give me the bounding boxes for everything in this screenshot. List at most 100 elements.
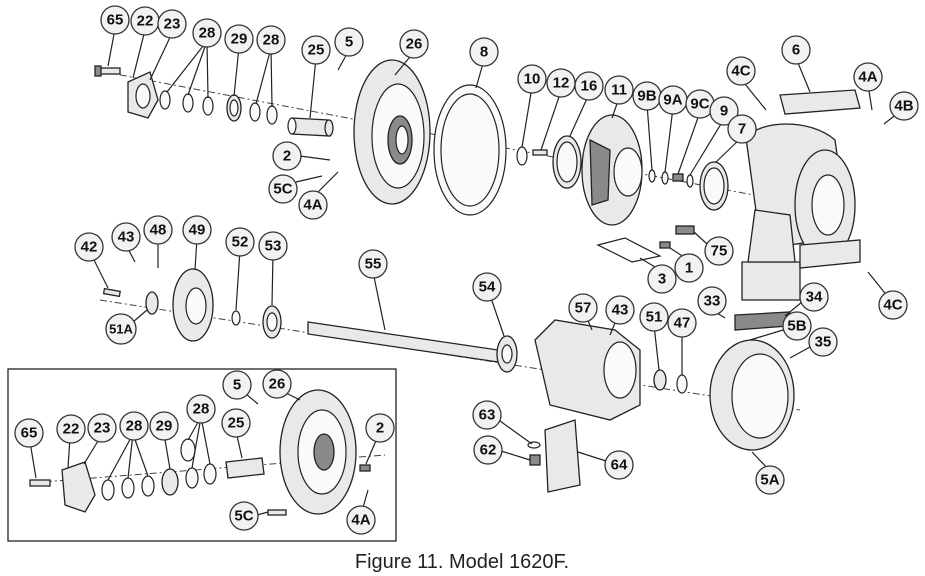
wear-ring-7	[699, 161, 729, 211]
callout-4b: 4B	[883, 91, 919, 125]
callout-65: 65	[100, 5, 130, 67]
svg-text:4A: 4A	[858, 69, 877, 86]
svg-text:48: 48	[150, 222, 167, 239]
inset-callout-2: 2	[365, 413, 395, 465]
svg-text:4A: 4A	[303, 197, 322, 214]
svg-text:54: 54	[479, 279, 496, 296]
svg-text:51A: 51A	[109, 322, 133, 337]
svg-text:5: 5	[345, 34, 353, 51]
svg-text:29: 29	[231, 31, 248, 48]
svg-text:4C: 4C	[883, 297, 902, 314]
callout-33: 33	[697, 286, 727, 319]
callout-64: 64	[577, 450, 634, 480]
o-ring-10	[516, 146, 528, 166]
frame-adapter-35	[709, 339, 795, 451]
shim-34	[734, 311, 791, 331]
callout-54: 54	[472, 272, 505, 337]
callout-53: 53	[258, 231, 288, 306]
svg-text:9: 9	[720, 103, 728, 120]
svg-text:5C: 5C	[234, 508, 253, 525]
callout-43-left: 43	[111, 222, 141, 263]
inset-callout-23: 23	[83, 413, 117, 465]
svg-text:16: 16	[581, 78, 598, 95]
inset-callout-22: 22	[56, 414, 86, 469]
bearing-frame-57	[534, 319, 641, 421]
callout-7: 7	[715, 114, 757, 163]
callout-5b: 5B	[749, 311, 812, 341]
bearing-54	[496, 335, 518, 373]
callout-51a: 51A	[105, 309, 148, 345]
impeller-hardware-9	[648, 169, 694, 188]
shaft-55	[307, 321, 499, 363]
svg-text:8: 8	[480, 44, 488, 61]
callout-5a: 5A	[751, 451, 785, 495]
svg-text:28: 28	[263, 32, 280, 49]
svg-text:25: 25	[308, 42, 325, 59]
svg-text:75: 75	[711, 243, 728, 260]
sleeve-25	[287, 117, 334, 137]
callout-34: 34	[784, 282, 829, 317]
figure-caption: Figure 11. Model 1620F.	[355, 551, 569, 573]
svg-text:5: 5	[233, 377, 241, 394]
callout-28-a: 28	[166, 18, 222, 99]
callout-2: 2	[272, 141, 331, 171]
callout-4a-top: 4A	[853, 62, 883, 111]
svg-text:23: 23	[94, 420, 111, 437]
callout-52: 52	[225, 227, 255, 311]
inset-callout-65: 65	[14, 418, 44, 479]
svg-text:28: 28	[199, 25, 216, 42]
inset-callout-4a: 4A	[346, 489, 376, 535]
svg-text:10: 10	[524, 71, 541, 88]
svg-text:22: 22	[137, 13, 154, 30]
svg-text:33: 33	[704, 293, 721, 310]
gasket-8	[433, 84, 507, 216]
svg-text:9A: 9A	[663, 92, 682, 109]
callout-29: 29	[224, 24, 254, 97]
svg-text:2: 2	[283, 148, 291, 165]
callout-11: 11	[604, 75, 634, 119]
callouts-main: 65 22 23 28 29 28 25 5 26 8 10 12 16 11 …	[74, 5, 919, 495]
svg-text:26: 26	[406, 36, 423, 53]
callout-25: 25	[301, 35, 331, 119]
callout-9c: 9C	[677, 89, 715, 175]
svg-text:6: 6	[792, 42, 800, 59]
callout-62: 62	[473, 435, 531, 465]
svg-text:23: 23	[164, 16, 181, 33]
callout-35: 35	[789, 327, 838, 359]
callout-4c-top: 4C	[726, 56, 767, 111]
inset-callout-25: 25	[221, 408, 251, 459]
callout-5c: 5C	[268, 174, 323, 204]
inset-parts	[29, 389, 371, 516]
casing-6	[741, 89, 861, 301]
inset-callout-5c: 5C	[229, 501, 269, 531]
svg-text:43: 43	[118, 229, 135, 246]
callout-43-right: 43	[605, 295, 635, 336]
key-42	[102, 287, 121, 298]
callout-23: 23	[149, 9, 187, 81]
callout-5: 5	[334, 27, 364, 71]
inset-frame	[7, 368, 397, 542]
svg-text:25: 25	[228, 415, 245, 432]
svg-text:29: 29	[156, 418, 173, 435]
svg-text:5C: 5C	[273, 181, 292, 198]
svg-text:26: 26	[269, 376, 286, 393]
callout-26: 26	[394, 29, 429, 76]
svg-text:65: 65	[21, 425, 38, 442]
inset-callout-5: 5	[222, 370, 259, 405]
callout-12: 12	[540, 68, 576, 151]
svg-text:22: 22	[63, 421, 80, 438]
gland-29	[226, 94, 242, 122]
callout-16: 16	[569, 71, 604, 137]
svg-text:42: 42	[81, 239, 98, 256]
svg-text:55: 55	[365, 256, 382, 273]
callout-22: 22	[130, 6, 160, 79]
callout-8: 8	[469, 37, 499, 89]
inset-callout-29: 29	[149, 411, 179, 470]
svg-text:49: 49	[189, 222, 206, 239]
svg-text:64: 64	[611, 457, 628, 474]
svg-text:35: 35	[815, 334, 832, 351]
oil-seal-51	[653, 369, 667, 391]
callout-4a-mid: 4A	[298, 171, 339, 220]
callout-4c-right: 4C	[867, 271, 908, 320]
